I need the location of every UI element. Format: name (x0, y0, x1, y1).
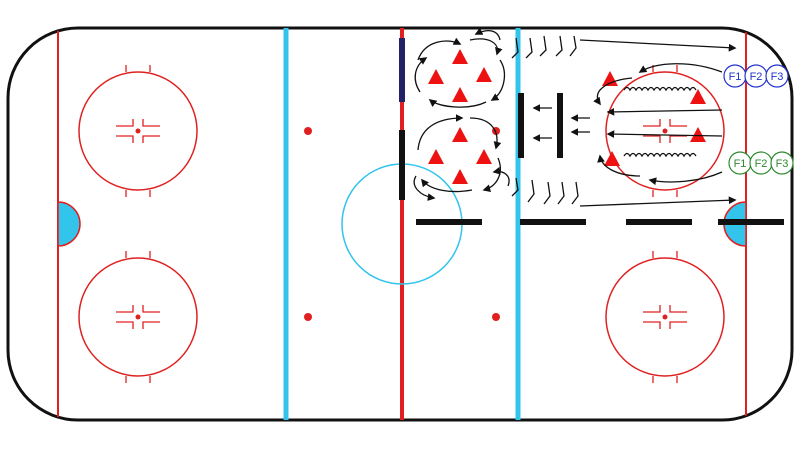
faceoff-dot-icon (304, 313, 312, 321)
player-group-green: F1 F2 F3 (728, 151, 794, 175)
skate-path-arrow-icon (414, 57, 428, 93)
skate-path-arrow-icon (606, 107, 723, 116)
skate-path-arrow-icon (469, 38, 503, 56)
skate-path-arrow-icon (421, 178, 473, 193)
faceoff-dot-icon (304, 127, 312, 135)
cone-icon (690, 127, 706, 142)
skate-path-arrow-icon (482, 157, 501, 193)
cone-icon (428, 69, 444, 84)
skate-path-arrow-icon (606, 130, 723, 139)
skate-path-arrow-icon (413, 175, 436, 201)
player-marker (770, 151, 794, 175)
cone-icon (476, 67, 492, 82)
skate-path-arrow-icon (492, 166, 510, 187)
skate-path-arrow-icon (469, 117, 502, 150)
player-label: F3 (771, 71, 784, 83)
goal-crease-left (57, 201, 81, 247)
cone-icon (452, 87, 468, 102)
player-group-blue: F1 F2 F3 (723, 64, 789, 88)
skate-path-arrow-icon (474, 27, 501, 41)
faceoff-dot-icon (135, 314, 141, 320)
cone-icon (604, 151, 620, 166)
skate-path-arrow-icon (428, 99, 487, 108)
faceoff-dot-icon (135, 128, 141, 134)
faceoff-dot-icon (662, 314, 668, 320)
cone-icon (452, 169, 468, 184)
stickhandle-squiggle-icon (511, 177, 579, 205)
player-label: F1 (729, 71, 742, 83)
player-label: F2 (755, 158, 768, 170)
pass-arrow-icon (579, 39, 737, 52)
skate-path-arrow-icon (638, 63, 723, 73)
stickhandle-squiggle-icon (623, 86, 697, 92)
skate-path-arrow-icon (648, 171, 723, 186)
cone-icon (476, 149, 492, 164)
skate-path-arrow-icon (597, 154, 641, 177)
skate-path-arrow-icon (593, 77, 633, 106)
cone-icon (452, 127, 468, 142)
cone-icon (452, 49, 468, 64)
cone-icon (690, 89, 706, 104)
faceoff-dot-icon (662, 128, 668, 134)
skate-path-arrow-icon (417, 37, 462, 61)
faceoff-circle (605, 251, 725, 383)
faceoff-circle (605, 65, 725, 197)
stickhandle-squiggle-icon (623, 152, 697, 158)
pass-arrow-icon (579, 196, 737, 207)
player-label: F2 (750, 71, 763, 83)
skate-path-arrow-icon (417, 114, 464, 151)
skate-path-arrow-icon (490, 59, 506, 101)
faceoff-dot-icon (492, 313, 500, 321)
cone-icon (428, 149, 444, 164)
player-label: F3 (776, 158, 789, 170)
player-marker (765, 64, 789, 88)
stickhandle-squiggle-icon (511, 35, 577, 59)
faceoff-circle (78, 251, 198, 383)
player-label: F1 (734, 158, 747, 170)
faceoff-circle (78, 65, 198, 197)
